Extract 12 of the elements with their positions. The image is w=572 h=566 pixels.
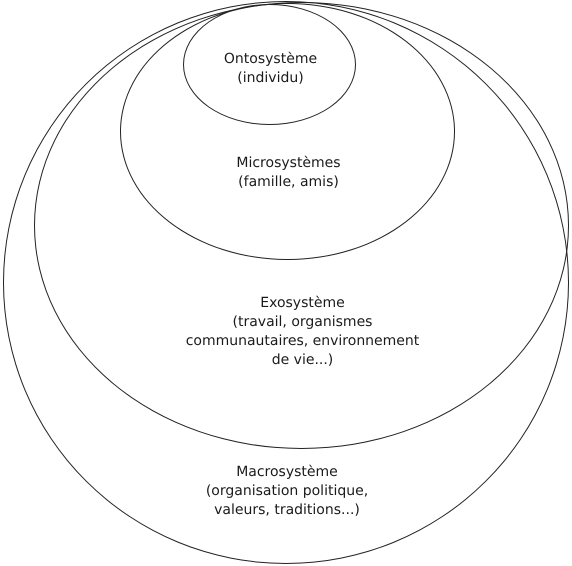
circle-description: (organisation politique, valeurs, traditions...) bbox=[204, 482, 370, 520]
circle-region bbox=[34, 2, 569, 449]
circle-region bbox=[3, 1, 569, 564]
circle-title: Macrosystème bbox=[235, 463, 339, 482]
circle-region bbox=[120, 3, 455, 260]
circle-description: (individu) bbox=[236, 69, 305, 88]
circle-description: (famille, amis) bbox=[237, 173, 340, 192]
circle-description: (travail, organismes communautaires, environnement de vie...) bbox=[184, 313, 420, 370]
circle-title: Exosystème bbox=[259, 294, 346, 313]
circle-region bbox=[183, 4, 356, 125]
circle-title: Microsystèmes bbox=[235, 154, 342, 173]
circle-title: Ontosystème bbox=[222, 50, 318, 69]
